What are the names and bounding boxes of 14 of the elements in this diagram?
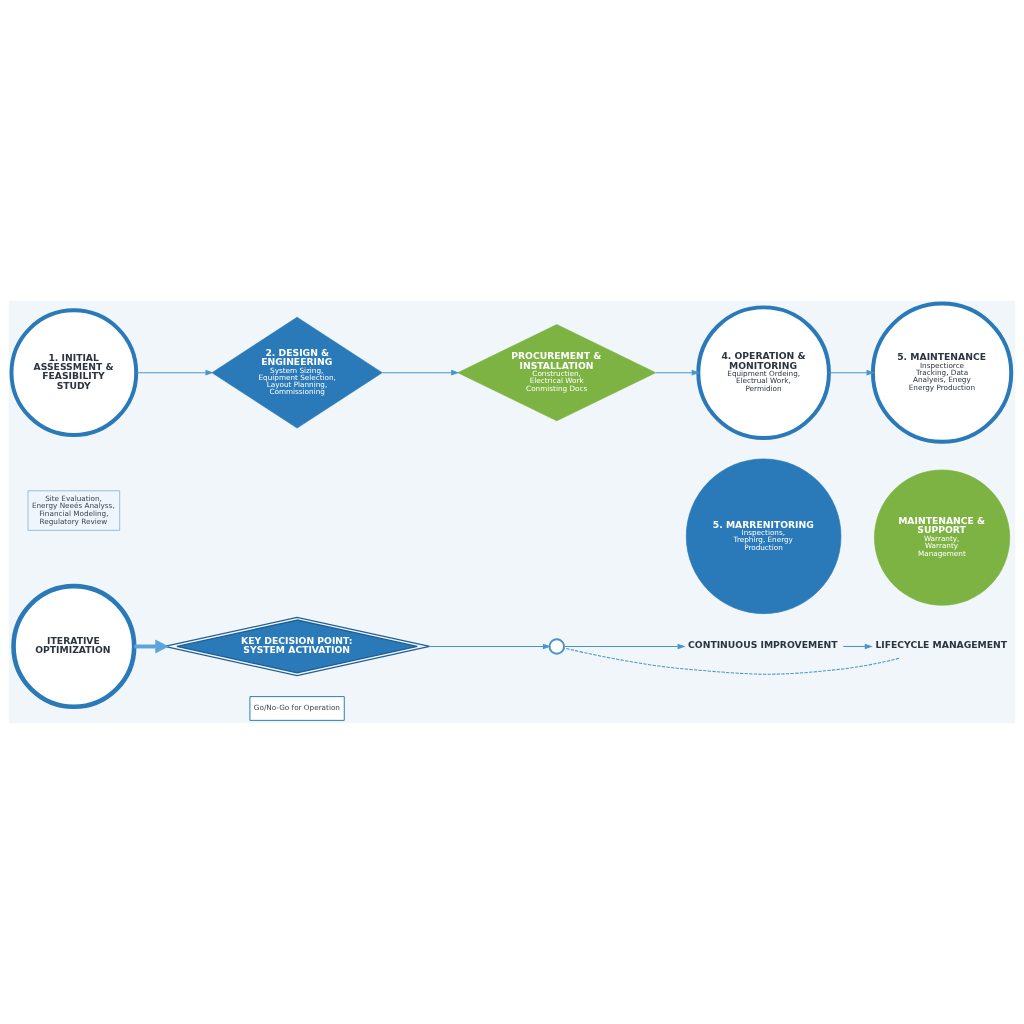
arrow <box>381 369 460 376</box>
node-circle: 1. INITIAL ASSESSMENT & FEASIBILITY STUDY <box>9 308 139 437</box>
node-text: CONTINUOUS IMPROVEMENT <box>688 639 838 651</box>
arrow <box>134 639 169 654</box>
node-text: LIFECYCLE MANAGEMENT <box>875 639 1008 651</box>
arrow <box>429 643 551 650</box>
connector <box>563 647 900 675</box>
node-circle <box>548 638 566 655</box>
node-circle: ITERATIVE OPTIMIZATION <box>11 583 137 710</box>
arrow <box>842 643 873 650</box>
arrow <box>655 369 700 376</box>
arrow <box>563 643 686 650</box>
arrow <box>828 369 875 376</box>
arrow <box>136 369 214 376</box>
